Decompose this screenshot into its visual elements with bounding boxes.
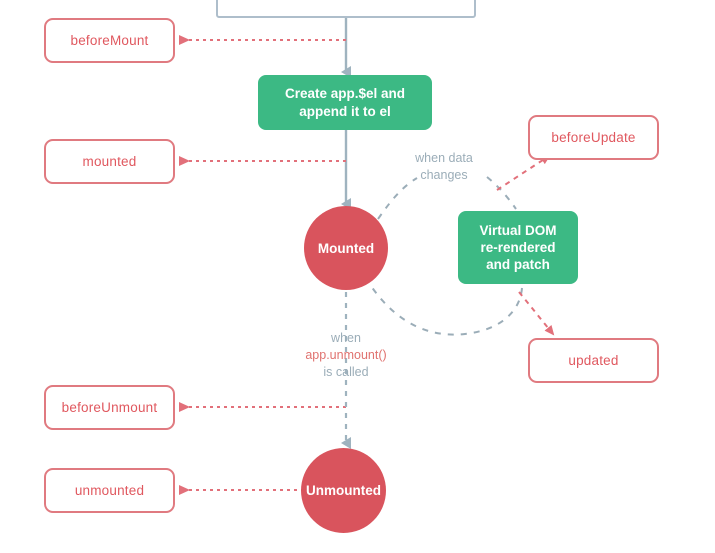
caption-when-data-changes: when data changes [404,150,484,184]
node-mounted-state[interactable]: Mounted [304,206,388,290]
node-updated-hook-label: updated [568,353,619,368]
node-mounted-state-label: Mounted [317,240,375,256]
node-updated-hook[interactable]: updated [528,338,659,383]
node-virtual-dom-line2: re-rendered [480,239,556,255]
node-create-el-line2: append it to el [299,103,391,119]
node-before-unmount[interactable]: beforeUnmount [44,385,175,430]
node-before-update[interactable]: beforeUpdate [528,115,659,160]
caption-when-data-changes-line1: when data [415,151,473,165]
caption-when-unmount-called-line3: is called [323,364,369,379]
node-mounted-hook-label: mounted [82,154,137,169]
node-virtual-dom[interactable]: Virtual DOM re-rendered and patch [458,211,578,284]
edge-mounted-to-vdom-top [377,177,418,220]
edge-vdom-loop-top-right [486,176,517,210]
caption-when-unmount-called-line1: when [331,331,361,345]
node-before-mount-label: beforeMount [70,33,149,48]
edge-vdom-loop-bottom [370,285,523,336]
caption-when-unmount-called-code: app.unmount() [305,347,387,362]
edge-to-updated [518,291,555,336]
node-create-el[interactable]: Create app.$el and append it to el [258,75,432,130]
node-unmounted-hook[interactable]: unmounted [44,468,175,513]
node-create-el-line1: Create app.$el and [284,86,406,102]
node-unmounted-state[interactable]: Unmounted [301,448,386,533]
node-before-mount[interactable]: beforeMount [44,18,175,63]
node-before-unmount-label: beforeUnmount [61,400,158,415]
ghost-box-top [216,0,476,18]
caption-when-unmount-called: when app.unmount() is called [290,330,402,381]
node-virtual-dom-line3: and patch [486,257,550,273]
node-unmounted-hook-label: unmounted [74,483,145,498]
edge-to-beforeupdate [496,154,551,191]
caption-when-data-changes-line2: changes [420,167,468,182]
node-virtual-dom-line1: Virtual DOM [479,222,557,238]
node-unmounted-state-label: Unmounted [306,483,381,498]
node-mounted-hook[interactable]: mounted [44,139,175,184]
node-before-update-label: beforeUpdate [551,130,636,145]
